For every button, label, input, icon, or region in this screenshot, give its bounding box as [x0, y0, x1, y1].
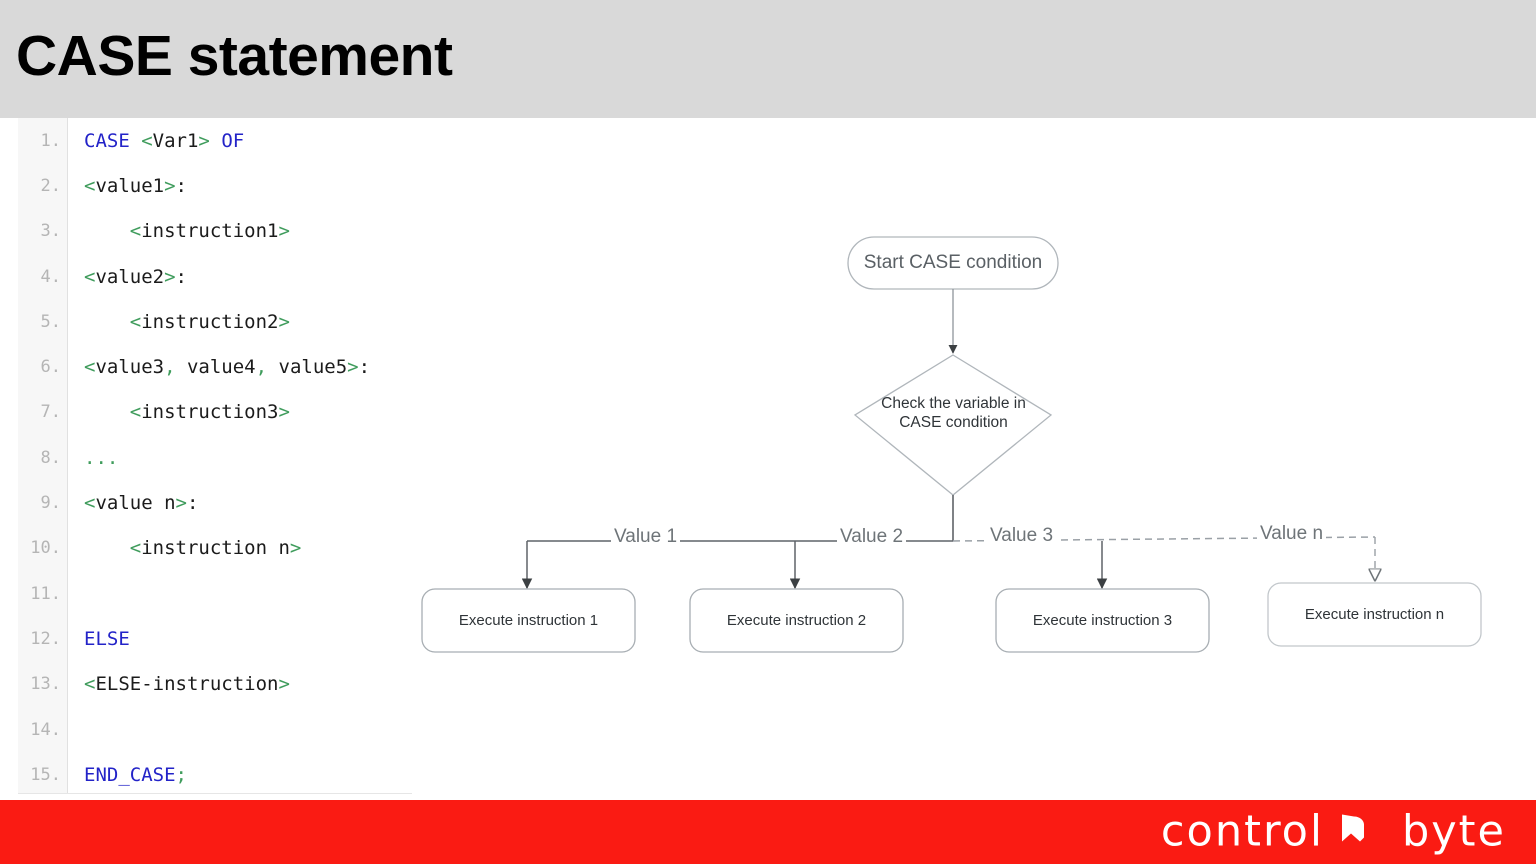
code-line-text: <value2>: — [84, 265, 187, 288]
brand-logo-text-2: byte — [1401, 806, 1506, 857]
line-number: 8. — [40, 447, 61, 468]
code-line: 3. <instruction1> — [18, 209, 412, 254]
code-line-text: END_CASE; — [84, 763, 187, 786]
branch-box-2-shape — [689, 588, 904, 653]
code-line: 11. — [18, 571, 412, 616]
code-line: 7. <instruction3> — [18, 390, 412, 435]
code-line: 14. — [18, 707, 412, 752]
code-line-text: <instruction2> — [84, 310, 290, 333]
line-number: 7. — [40, 402, 61, 423]
edge-label-value-n: Value n — [1257, 523, 1327, 545]
code-line-text: <instruction n> — [84, 537, 302, 560]
byte-mark-icon — [1341, 814, 1364, 841]
edge-label-value-3: Value 3 — [987, 525, 1057, 547]
code-line: 13. <ELSE-instruction> — [18, 662, 412, 707]
page-title: CASE statement — [16, 24, 453, 88]
code-line: 12. ELSE — [18, 616, 412, 661]
code-line: 8.... — [18, 435, 412, 480]
code-line-text: <instruction1> — [84, 220, 290, 243]
code-block: 1. CASE <Var1> OF 2. <value1>: 3. <instructi… — [18, 118, 412, 794]
code-line: 6. <value3, value4, value5>: — [18, 344, 412, 389]
code-line-text: ELSE — [84, 627, 130, 650]
code-line: 5. <instruction2> — [18, 299, 412, 344]
line-number: 9. — [40, 493, 61, 514]
slide-footer: control byte — [0, 800, 1536, 864]
line-number: 2. — [40, 175, 61, 196]
code-line-text: <instruction3> — [84, 401, 290, 424]
line-number: 4. — [40, 266, 61, 287]
code-line-text: <value3, value4, value5>: — [84, 356, 371, 379]
code-line-text: <value n>: — [84, 492, 199, 515]
code-line: 2. <value1>: — [18, 163, 412, 208]
code-lines: 1. CASE <Var1> OF 2. <value1>: 3. <instructi… — [18, 118, 412, 793]
start-node-shape — [847, 236, 1059, 290]
code-line-text: CASE <Var1> OF — [84, 129, 245, 152]
edge-label-value-1: Value 1 — [611, 526, 681, 548]
slide-header: CASE statement — [0, 0, 1536, 118]
decision-node-shape — [853, 354, 1053, 496]
code-line: 1. CASE <Var1> OF — [18, 118, 412, 163]
line-number: 12. — [30, 628, 61, 649]
code-line-text: <ELSE-instruction> — [84, 673, 290, 696]
branch-box-1-shape — [421, 588, 636, 653]
line-number: 14. — [30, 719, 61, 740]
brand-logo-text: control — [1160, 806, 1324, 857]
code-line: 15. END_CASE; — [18, 752, 412, 797]
code-line-text: ... — [84, 446, 119, 469]
code-line: 4. <value2>: — [18, 254, 412, 299]
branch-box-n-shape — [1267, 582, 1482, 647]
edge-label-value-2: Value 2 — [837, 526, 907, 548]
line-number: 5. — [40, 311, 61, 332]
brand-logo: control byte — [1160, 806, 1506, 857]
line-number: 13. — [30, 674, 61, 695]
code-line: 10. <instruction n> — [18, 526, 412, 571]
flowchart: Start CASE condition Check the variable … — [0, 118, 1536, 794]
branch-box-3-shape — [995, 588, 1210, 653]
code-gutter — [18, 118, 68, 793]
line-number: 3. — [40, 221, 61, 242]
line-number: 6. — [40, 357, 61, 378]
line-number: 10. — [30, 538, 61, 559]
code-line: 9. <value n>: — [18, 480, 412, 525]
line-number: 11. — [30, 583, 61, 604]
line-number: 15. — [30, 764, 61, 785]
code-line-text: <value1>: — [84, 174, 187, 197]
flowchart-canvas — [421, 236, 1482, 653]
line-number: 1. — [40, 130, 61, 151]
